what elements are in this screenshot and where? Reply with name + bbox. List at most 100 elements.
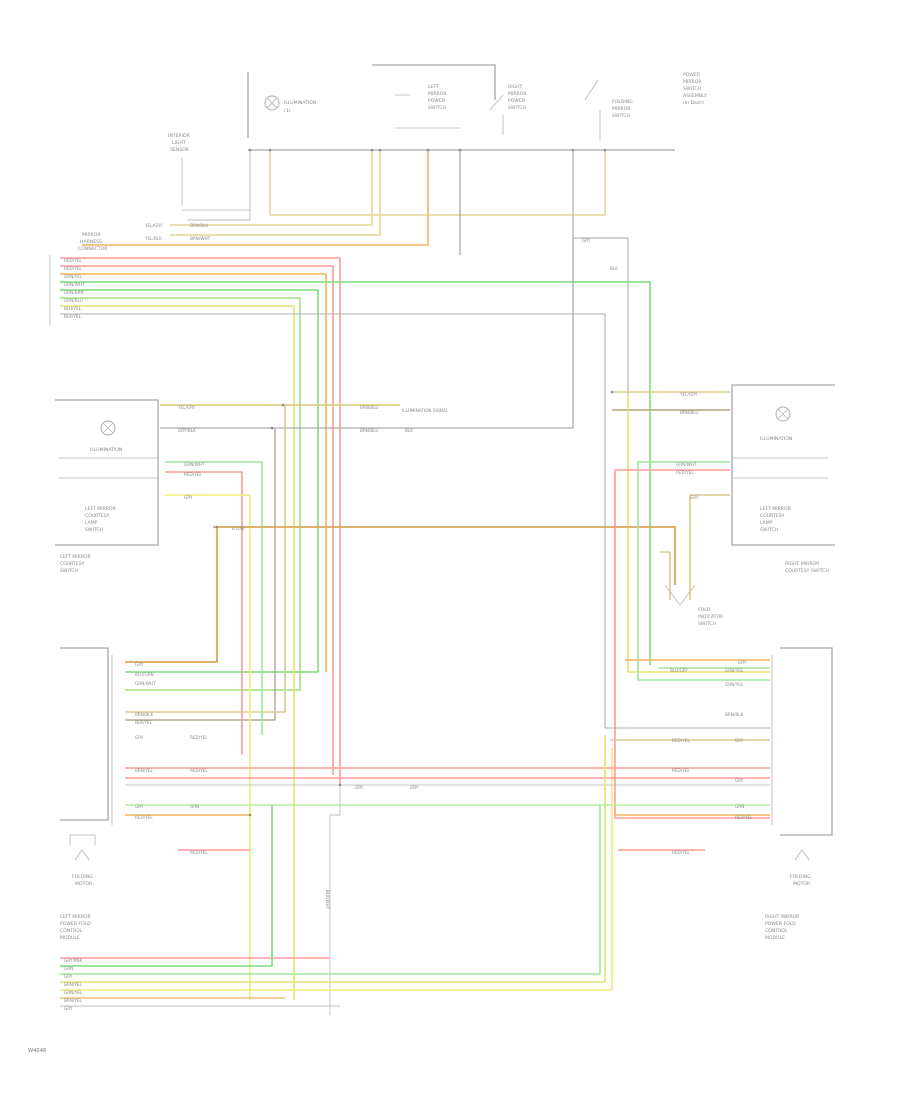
wire-bundle-red-1 [60,257,341,785]
wl-rsw-2: RED/YEL [676,470,694,475]
fold-indicator-l2: INDICATOR [698,614,724,620]
wl-rm-1: GRY [738,660,747,665]
wire-illum-drop-left [125,527,218,663]
wire-right-tan-drop [627,395,770,673]
left-module-l4: MODULE [60,935,80,941]
wl-left-3: GRN/WHT [64,282,85,287]
right-mirror-switch-l4: SWITCH [508,105,526,111]
fold-indicator-l1: FOLD [698,607,711,613]
wl-rm-4: GRN/YEL [725,682,744,687]
wire-bundle-orange [60,273,327,672]
sensor-l3: SENSOR [170,147,190,153]
wl-rsw-3: GRY [690,495,699,500]
interior-light-sensor: INTERIOR LIGHT SENSOR [168,133,250,211]
wire-bundle-tan [60,305,295,1000]
right-mirror-lamp-l4: SWITCH [760,527,778,533]
wire-labels: YEL/GRY BRN/BLU YEL/BLK BRN/WHT RED/YEL … [64,223,753,1011]
wl-bot-3: BRN/YEL [64,982,83,987]
wl-mid-4: BRN/BLU [360,428,378,433]
wire-illum-bus [213,526,676,585]
wl-lm-4: BRN/BLK [135,712,154,717]
harness-l3: CONNECTOR [78,246,108,252]
right-module-l1: RIGHT MIRROR [765,914,800,920]
wl-left-1: RED/YEL [64,266,82,271]
wl-left-0: RED/YEL [64,258,82,263]
wl-center-1: GRY [355,785,364,790]
wl-lm-9: RED/YEL [190,768,208,773]
top-switch-assembly: ILLUMINATION (1) LEFT MIRROR POWER SWITC… [247,64,707,151]
wire-bot-lgreen [60,805,601,975]
wl-lm-5: BLK/YEL [135,720,153,725]
wire-top-orange [82,150,429,246]
wire-mid-tan [125,405,286,713]
right-mirror-caption-l1: RIGHT MIRROR [785,561,820,567]
wl-lm-2: BLU/GRN [135,672,154,677]
wire-top-gray-right [572,150,629,395]
left-mirror-switch-box: ILLUMINATION LEFT MIRROR COURTESY LAMP S… [55,399,159,574]
wl-rm-3: GRN/YEL [725,668,744,673]
switch-assy-l5: (In Dash) [683,100,704,106]
wl-bot-4: GRN/YEL [64,990,83,995]
wl-mid-1: YEL/GRY [177,405,196,410]
left-mirror-switch-l3: POWER [428,98,446,104]
wl-lm-13: RED/YEL [190,850,208,855]
right-control-module: FOLDING MOTOR RIGHT MIRROR POWER FOLD CO… [765,647,833,941]
right-module-l3: CONTROL [765,928,788,934]
wl-left-5: GRN/BLU [64,298,83,303]
wl-lm-8: BRN/YEL [135,768,154,773]
wl-rm-10: GRN [735,804,744,809]
right-mirror-switch-box: ILLUMINATION LEFT MIRROR COURTESY LAMP S… [731,384,835,574]
wl-mid-2: BRN/BLU [360,405,378,410]
left-mirror-lamp-l4: SWITCH [85,527,103,533]
wl-rm-7: RED/YEL [672,738,690,743]
switch-assy-l1: POWER [683,72,701,78]
wire-bot-tan [60,735,606,983]
wl-lsw-1: GRN/WHT [184,462,205,467]
folding-switch-l2: MIRROR [612,106,631,112]
right-motor-icon [794,849,810,861]
illumination-bulb-icon [264,95,280,111]
right-motor-l1: FOLDING [790,874,811,880]
wire-lsw-red [165,471,243,755]
wire-bundle-green-long [60,281,651,665]
right-mirror-lamp-icon [775,406,791,422]
wl-mid-3: GRY/BLK [178,428,196,433]
wire-bundle-green-2 [60,289,319,673]
left-mirror-caption-l2: COURTESY [60,561,85,567]
sensor-l2: LIGHT [172,140,186,146]
wl-lm-7: RED/YEL [190,735,208,740]
wl-ill-net: ILLUM. [232,526,246,531]
folding-switch-l1: FOLDING [612,99,633,105]
left-module-l1: LEFT MIRROR [60,914,92,920]
wl-bot-1: GRN [64,966,73,971]
wire-mid-brn-blu-2 [125,428,276,721]
wl-rin-1: YEL/GRY [679,392,698,397]
left-module-l3: CONTROL [60,928,83,934]
switch-assy-l3: SWITCH [683,86,701,92]
fold-indicator: FOLD INDICATOR SWITCH [664,584,724,627]
left-mirror-lamp-l2: COURTESY [85,513,110,519]
wire-rsw-red [614,469,770,819]
wl-rsw-1: GRN/WHT [676,462,697,467]
wl-center-blk: BLK/WHT [325,890,330,910]
wl-rm-2: BLU/GRY [670,668,688,673]
switch-assy-l4: ASSEMBLY [683,93,707,99]
wl-lsw-2: RED/YEL [184,472,202,477]
left-mirror-switch-l2: MIRROR [428,91,447,97]
wl-rm-9: GRY [735,778,744,783]
wl-lm-1: GRY [135,662,144,667]
wl-top-1: YEL/GRY [144,223,163,228]
wl-bot-0: GRY/PNK [64,958,83,963]
wl-left-2: ORN/YEL [64,274,83,279]
wl-rm-8: RED/YEL [672,768,690,773]
right-mirror-switch-l2: MIRROR [508,91,527,97]
diagram-ref-code: W4046 [28,1048,46,1054]
left-motor-l2: MOTOR [75,881,93,887]
wl-left-4: GRN/BRN [64,290,84,295]
left-mirror-switch-l1: LEFT [428,84,439,90]
harness-l2: HARNESS [80,239,102,245]
pin-dots [215,148,614,817]
wl-rm-12: RED/YEL [672,850,690,855]
wire-bundle-red-2 [60,265,334,775]
